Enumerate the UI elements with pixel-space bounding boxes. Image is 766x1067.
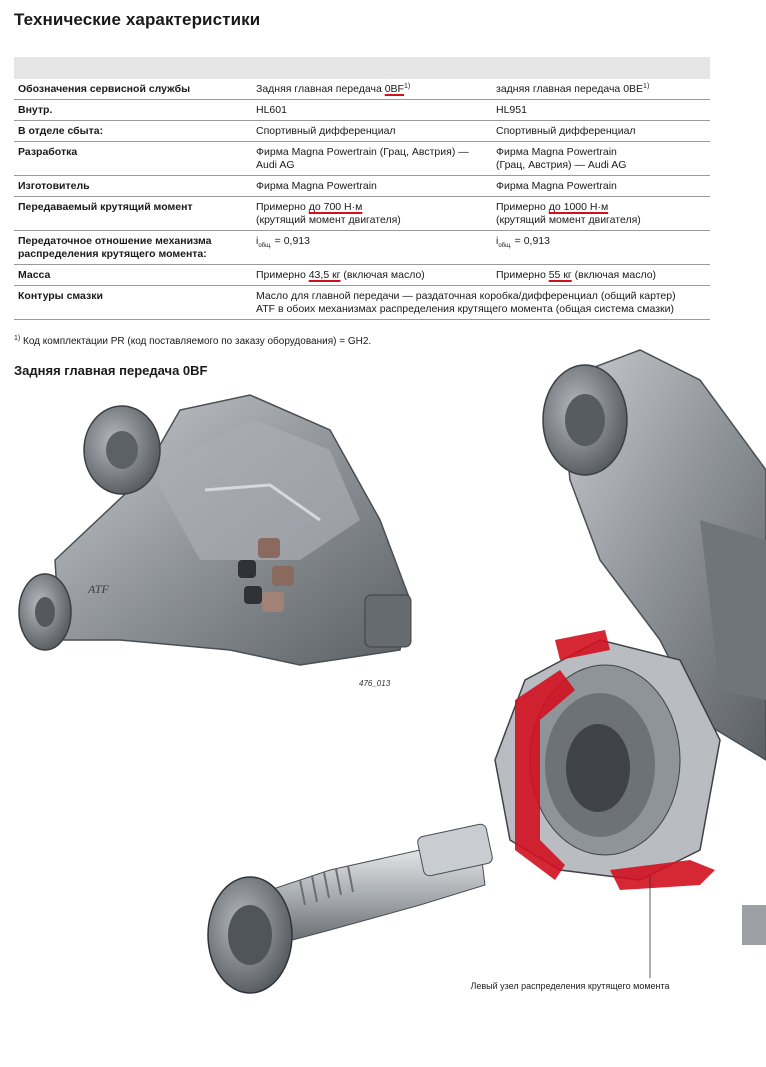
- row-key: В отделе сбыта:: [14, 120, 252, 142]
- row-key: Изготовитель: [14, 175, 252, 197]
- row-key: Разработка: [14, 141, 252, 176]
- row-value-0bf: Спортивный дифференциал: [252, 120, 492, 142]
- row-value-0bf: Фирма Magna Powertrain: [252, 175, 492, 197]
- row-value-0bf: iобщ. = 0,913: [252, 230, 492, 265]
- row-value-0be: Фирма Magna Powertrain(Грац, Австрия) — …: [492, 141, 710, 176]
- row-value-0bf: Примерно до 700 Н·м(крутящий момент двиг…: [252, 196, 492, 231]
- callout-label: Левый узел распределения крутящего момен…: [470, 981, 670, 991]
- table-row: Внутр. HL601 HL951: [14, 99, 710, 121]
- atf-marking: ATF: [87, 582, 110, 596]
- table-row: Контуры смазки Масло для главной передач…: [14, 285, 710, 320]
- highlight-torque-0be: до 1000 Н·м: [548, 201, 609, 213]
- row-value-lubrication: Масло для главной передачи — раздаточная…: [252, 285, 710, 320]
- row-value-0bf: Фирма Magna Powertrain (Грац, Австрия) —…: [252, 141, 492, 176]
- figure-label: 476_013: [359, 679, 391, 688]
- row-value-0be: Примерно 55 кг (включая масло): [492, 264, 710, 286]
- row-value-0bf: HL601: [252, 99, 492, 121]
- table-row: Передаваемый крутящий момент Примерно до…: [14, 196, 710, 231]
- row-key: Передаваемый крутящий момент: [14, 196, 252, 231]
- row-key: Контуры смазки: [14, 285, 252, 320]
- row-value-0be: Спортивный дифференциал: [492, 120, 710, 142]
- row-value-0be: iобщ. = 0,913: [492, 230, 710, 265]
- table-row: Разработка Фирма Magna Powertrain (Грац,…: [14, 141, 710, 176]
- row-value-0bf: Примерно 43,5 кг (включая масло): [252, 264, 492, 286]
- highlight-torque-0bf: до 700 Н·м: [308, 201, 363, 213]
- section-title: Задняя главная передача 0BF: [14, 363, 208, 378]
- highlight-mass-0be: 55 кг: [548, 269, 572, 281]
- row-key: Обозначения сервисной службы: [14, 79, 252, 100]
- spec-table: Обозначения сервисной службы Задняя глав…: [14, 79, 710, 320]
- table-header-band: [14, 57, 710, 79]
- table-row: Масса Примерно 43,5 кг (включая масло) П…: [14, 264, 710, 286]
- table-row: Обозначения сервисной службы Задняя глав…: [14, 79, 710, 100]
- valve-block: [238, 538, 294, 612]
- row-key: Масса: [14, 264, 252, 286]
- table-row: В отделе сбыта: Спортивный дифференциал …: [14, 120, 710, 142]
- pinion-shaft-illustration: [207, 823, 493, 994]
- page-title: Технические характеристики: [14, 10, 261, 29]
- row-value-0be: HL951: [492, 99, 710, 121]
- highlight-0bf: 0BF: [384, 83, 404, 95]
- row-value-0be: Примерно до 1000 Н·м(крутящий момент дви…: [492, 196, 710, 231]
- highlight-mass-0bf: 43,5 кг: [308, 269, 341, 281]
- torque-distribution-unit-illustration: [494, 349, 766, 945]
- row-key: Внутр.: [14, 99, 252, 121]
- row-value-0bf: Задняя главная передача 0BF1): [252, 79, 492, 100]
- table-row: Изготовитель Фирма Magna Powertrain Фирм…: [14, 175, 710, 197]
- final-drive-0bf-illustration: ATF: [18, 394, 412, 666]
- footnote: 1) Код комплектации PR (код поставляемог…: [14, 335, 372, 347]
- row-value-0be: задняя главная передача 0BE1): [492, 79, 710, 100]
- row-value-0be: Фирма Magna Powertrain: [492, 175, 710, 197]
